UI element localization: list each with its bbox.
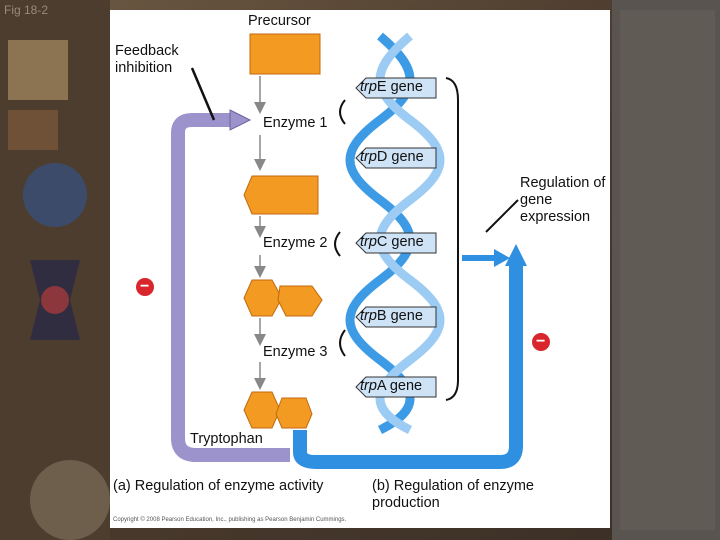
tryptophan-shape-right <box>275 397 313 429</box>
feedback-pointer-line <box>190 67 216 121</box>
enzyme-2-label: Enzyme 2 <box>263 235 328 251</box>
inhibition-symbol-right: − <box>536 333 546 350</box>
regulation-gene-expression-label: Regulation of gene expression <box>520 175 606 225</box>
gene-label-trpE: trpE gene <box>360 79 423 95</box>
tryptophan-label: Tryptophan <box>190 431 263 447</box>
gene-label-trpC: trpC gene <box>360 234 424 250</box>
intermediate-2-shape-right <box>277 285 323 317</box>
intermediate-2-shape-left <box>243 279 283 317</box>
gene-label-trpA: trpA gene <box>360 378 423 394</box>
inhibition-marker-right <box>532 333 550 351</box>
copyright-text: Copyright © 2008 Pearson Education, Inc.… <box>113 517 347 523</box>
diagram-panel <box>110 10 610 528</box>
regulation-pointer-line <box>485 199 519 233</box>
gene-box-trpC <box>355 232 437 254</box>
gene-box-trpA <box>355 376 437 398</box>
gene-box-trpE <box>355 77 437 99</box>
feedback-inhibition-label: Feedback inhibition <box>115 43 179 76</box>
inhibition-marker-left <box>136 278 154 296</box>
precursor-shape <box>249 33 321 75</box>
enzyme-1-label: Enzyme 1 <box>263 115 328 131</box>
medal-icon <box>23 163 87 227</box>
gene-box-trpD <box>355 147 437 169</box>
slide-tag: Fig 18-2 <box>4 3 49 17</box>
gene-regulation-arrow <box>293 262 523 469</box>
intermediate-1-shape <box>243 175 319 215</box>
tryptophan-shape-left <box>243 391 281 429</box>
compass-icon <box>30 460 110 540</box>
gene-label-trpB: trpB gene <box>360 308 423 324</box>
inhibition-symbol-left: − <box>140 278 150 295</box>
gene-label-trpD: trpD gene <box>360 149 424 165</box>
precursor-label: Precursor <box>248 13 311 29</box>
caption-b: (b) Regulation of enzyme production <box>372 478 534 511</box>
caption-a: (a) Regulation of enzyme activity <box>113 478 324 494</box>
enzyme-3-label: Enzyme 3 <box>263 344 328 360</box>
feedback-inhibition-arrow <box>171 113 232 438</box>
gene-box-trpB <box>355 306 437 328</box>
